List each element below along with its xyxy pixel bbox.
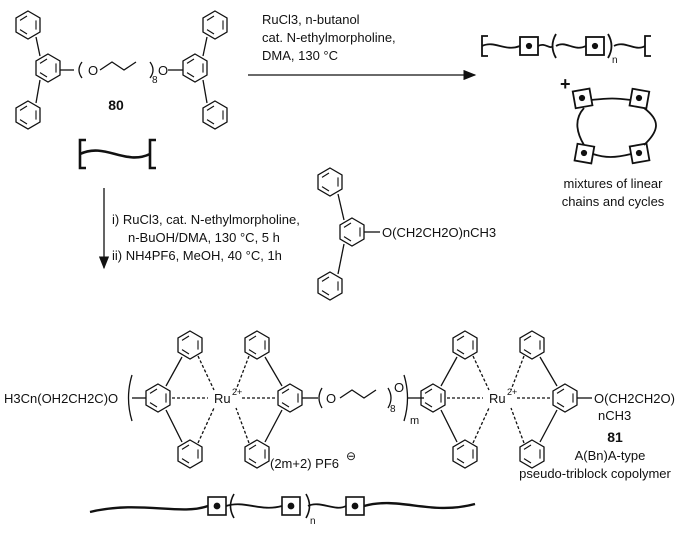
linker-oxygen-80: O — [88, 63, 98, 78]
ru-complex-right — [420, 330, 592, 469]
top-conditions-line2: cat. N-ethylmorpholine, — [262, 30, 396, 45]
linker-subscript-81: 8 — [390, 404, 396, 415]
peg-linker-81 — [127, 374, 424, 422]
ru-left-charge: 2+ — [232, 387, 242, 397]
ru-right-symbol: Ru — [489, 391, 506, 406]
right-end-group-line1: O(CH2CH2O) — [594, 391, 675, 406]
type-label-81: A(Bn)A-type — [574, 448, 646, 463]
cartoon-subscript-n: n — [310, 516, 316, 527]
counter-ion: (2m+2) PF6 — [270, 456, 339, 471]
linker-subscript-80: 8 — [152, 75, 158, 86]
ru-left-symbol: Ru — [214, 391, 231, 406]
ru-complex-left — [132, 330, 318, 469]
product-caption-line1: mixtures of linear — [563, 176, 663, 191]
endcapper-terpyridine — [317, 167, 380, 301]
top-conditions-line1: RuCl3, n-butanol — [262, 12, 360, 27]
compound-number-81: 81 — [607, 429, 623, 445]
linear-repeat-subscript: n — [612, 55, 618, 66]
copolymer-cartoon — [89, 493, 476, 519]
linker-oxygen-81: O — [326, 391, 336, 406]
top-conditions-line3: DMA, 130 °C — [262, 48, 339, 63]
terpyridine-right-80 — [168, 10, 228, 130]
repeat-subscript-m: m — [410, 415, 419, 427]
linker-end-oxygen-81: O — [394, 380, 404, 395]
compound-number-80: 80 — [108, 97, 124, 113]
copolymer-label-81: pseudo-triblock copolymer — [519, 466, 671, 481]
cyclic-oligomer-cartoon — [571, 87, 657, 165]
right-end-group-line2: nCH3 — [598, 408, 631, 423]
plus-sign: + — [560, 74, 571, 94]
linker-end-oxygen-80: O — [158, 63, 168, 78]
ru-right-charge: 2+ — [507, 387, 517, 397]
product-caption-line2: chains and cycles — [561, 194, 665, 209]
monomer-cartoon — [78, 138, 156, 170]
counter-ion-charge: ⊖ — [346, 449, 356, 463]
linear-chain-cartoon — [481, 33, 651, 59]
peg-linker-80 — [78, 61, 154, 79]
endcapper-substituent: O(CH2CH2O)nCH3 — [382, 225, 496, 240]
left-end-group: H3Cn(OH2CH2C)O — [4, 391, 118, 406]
terpyridine-left-80 — [15, 10, 74, 130]
bottom-step1-line1: i) RuCl3, cat. N-ethylmorpholine, — [112, 212, 300, 227]
bottom-step2: ii) NH4PF6, MeOH, 40 °C, 1h — [112, 248, 282, 263]
bottom-step1-line2: n-BuOH/DMA, 130 °C, 5 h — [128, 230, 280, 245]
